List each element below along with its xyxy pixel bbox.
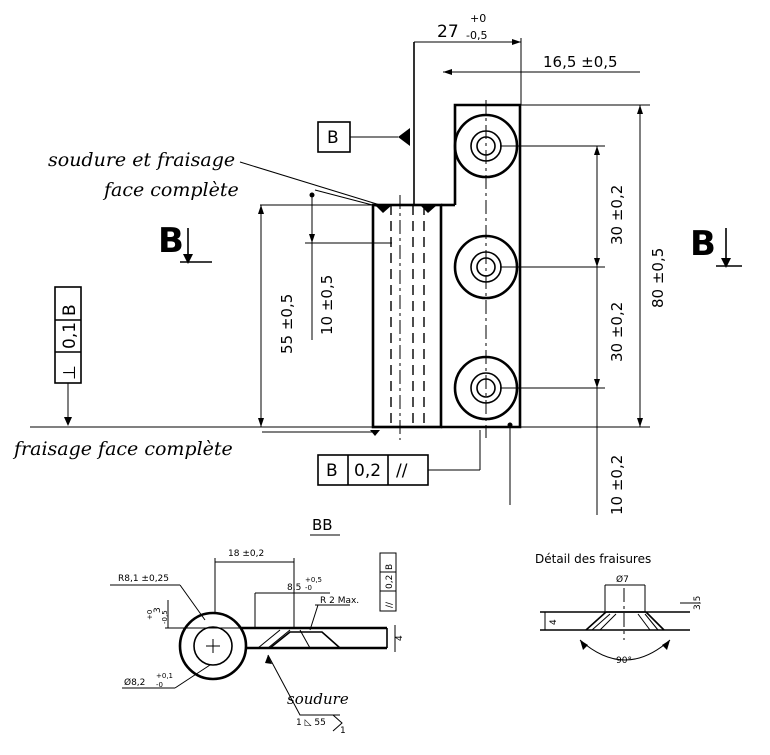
main-part: [370, 42, 522, 440]
perpendicularity-frame: ⊥ 0,1 B: [54, 286, 82, 384]
perp-value: 0,1: [60, 322, 80, 349]
datum-b-frame: B: [317, 121, 351, 153]
dim-27-tol-dn: -0,5: [466, 29, 487, 42]
view-label-right: B: [690, 224, 716, 264]
bb-fcf-symbol: //: [385, 601, 395, 608]
bb-dim-r2: R 2 Max.: [320, 596, 359, 606]
view-label-left: B: [158, 221, 184, 261]
detail-dim-3-5: 3,5: [693, 596, 703, 610]
bb-dim-dia8-2-tol-up: +0,1: [156, 672, 173, 680]
section-bb-title: BB: [312, 516, 333, 534]
bb-dim-4: 4: [395, 635, 405, 641]
countersunk-holes: [453, 100, 519, 438]
dim-10-top: 10 ±0,5: [318, 275, 336, 335]
section-bb: BB 18 ±0,2 R8,1 ±0,25: [110, 516, 405, 736]
milling-mark: [370, 430, 380, 436]
bb-fcf-datum: B: [385, 564, 395, 570]
perp-symbol: ⊥: [60, 365, 80, 380]
bb-dim-dia8-2-tol-dn: -0: [156, 681, 163, 689]
detail-angle: 90°: [616, 656, 632, 666]
detail-dia7: Ø7: [616, 574, 629, 585]
bb-dim-dia8-2: Ø8,2: [124, 677, 145, 688]
dim-27-tol-up: +0: [470, 12, 486, 25]
bb-fcf-frame: [379, 552, 397, 612]
bb-dim-8-5-tol-up: +0,5: [305, 576, 322, 584]
bb-dim-3-tol-up: +0: [146, 610, 154, 620]
par-datum: B: [326, 461, 338, 481]
bb-weld-symbol: 1 ◺ 55: [296, 718, 326, 728]
detail-countersink: Détail des fraisures Ø7 3,5 4 90°: [535, 552, 703, 666]
bb-tube-outer: [178, 611, 248, 681]
bb-dim-3: 3: [153, 607, 163, 613]
note-milling: fraisage face complète: [12, 438, 233, 460]
arrowheads: [258, 39, 643, 428]
note-weld-line1: soudure et fraisage: [48, 149, 235, 171]
view-marker-left: B: [158, 221, 212, 264]
dim-10-bottom: 10 ±0,2: [608, 455, 626, 515]
note-weld-line2: face complète: [102, 179, 239, 201]
dim-16-5: 16,5 ±0,5: [543, 53, 618, 71]
bb-dim-8-5-tol-dn: -0: [305, 584, 312, 592]
bb-dim-18: 18 ±0,2: [228, 549, 264, 559]
dim-80: 80 ±0,5: [649, 248, 667, 308]
par-symbol: //: [396, 461, 408, 481]
dim-27: 27: [437, 22, 459, 42]
bb-dim-3-tol-dn: -0,5: [161, 610, 169, 624]
dim-55: 55 ±0,5: [278, 294, 296, 354]
view-marker-right: B: [690, 224, 742, 268]
detail-title: Détail des fraisures: [535, 552, 651, 566]
bb-weld-count: 1: [340, 726, 346, 736]
bb-dim-r8: R8,1 ±0,25: [118, 574, 169, 584]
datum-b-label: B: [327, 128, 339, 148]
detail-dim-4: 4: [549, 619, 559, 625]
dimension-lines: [30, 38, 650, 515]
bb-dim-8-5: 8,5: [287, 583, 301, 593]
bb-weld-note: soudure: [287, 690, 349, 708]
bb-fcf-value: 0,2: [385, 575, 395, 589]
weld-mark-2: [420, 205, 437, 213]
bb-tube-inner: [193, 626, 233, 666]
par-value: 0,2: [354, 461, 381, 481]
dim-30-b: 30 ±0,2: [608, 302, 626, 362]
datum-triangle: [398, 128, 410, 146]
perp-datum: B: [60, 304, 80, 316]
parallelism-frame: B 0,2 //: [317, 454, 429, 486]
dim-30-a: 30 ±0,2: [608, 185, 626, 245]
tube-body: [371, 203, 443, 429]
